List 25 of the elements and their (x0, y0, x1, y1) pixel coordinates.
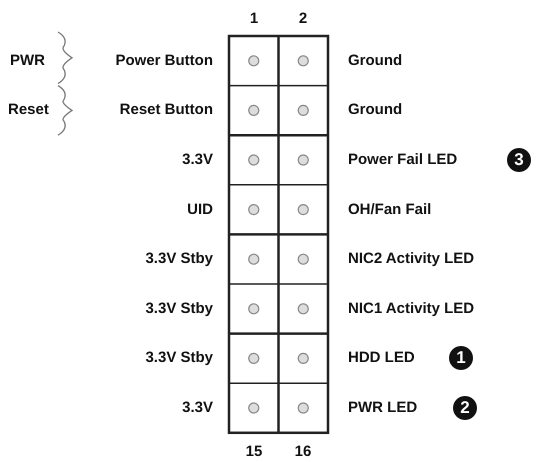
pin-label: PWR LED (348, 399, 418, 417)
pin-label: 3.3V Stby (145, 349, 213, 368)
pin-label: NIC1 Activity LED (348, 300, 474, 318)
pin-label: Reset Button (120, 101, 213, 120)
pin-number: 16 (294, 443, 312, 461)
pin-label: PWR (10, 52, 45, 70)
callout-number: 3 (507, 148, 531, 172)
pin-label: OH/Fan Fail (348, 200, 432, 219)
pin-label: 3.3V (182, 399, 213, 417)
pin-label: Ground (348, 101, 402, 120)
callout-number: 2 (453, 396, 477, 420)
pin-label: 3.3V Stby (145, 250, 213, 268)
pin-number: 15 (246, 443, 262, 461)
pin-label: 3.3V (182, 151, 213, 169)
pin-label: Power Fail LED (348, 151, 458, 169)
callout-number: 1 (449, 346, 473, 370)
pin-label: Ground (348, 52, 402, 70)
pin-label: Reset (8, 101, 49, 120)
pin-label: NIC2 Activity LED (348, 250, 474, 268)
pin-label: Power Button (116, 52, 213, 70)
pin-label: UID (187, 200, 213, 219)
pin-label: HDD LED (348, 349, 415, 368)
pin-number: 1 (250, 10, 258, 28)
pin-label: 3.3V Stby (145, 300, 213, 318)
pin-number: 2 (298, 10, 308, 28)
